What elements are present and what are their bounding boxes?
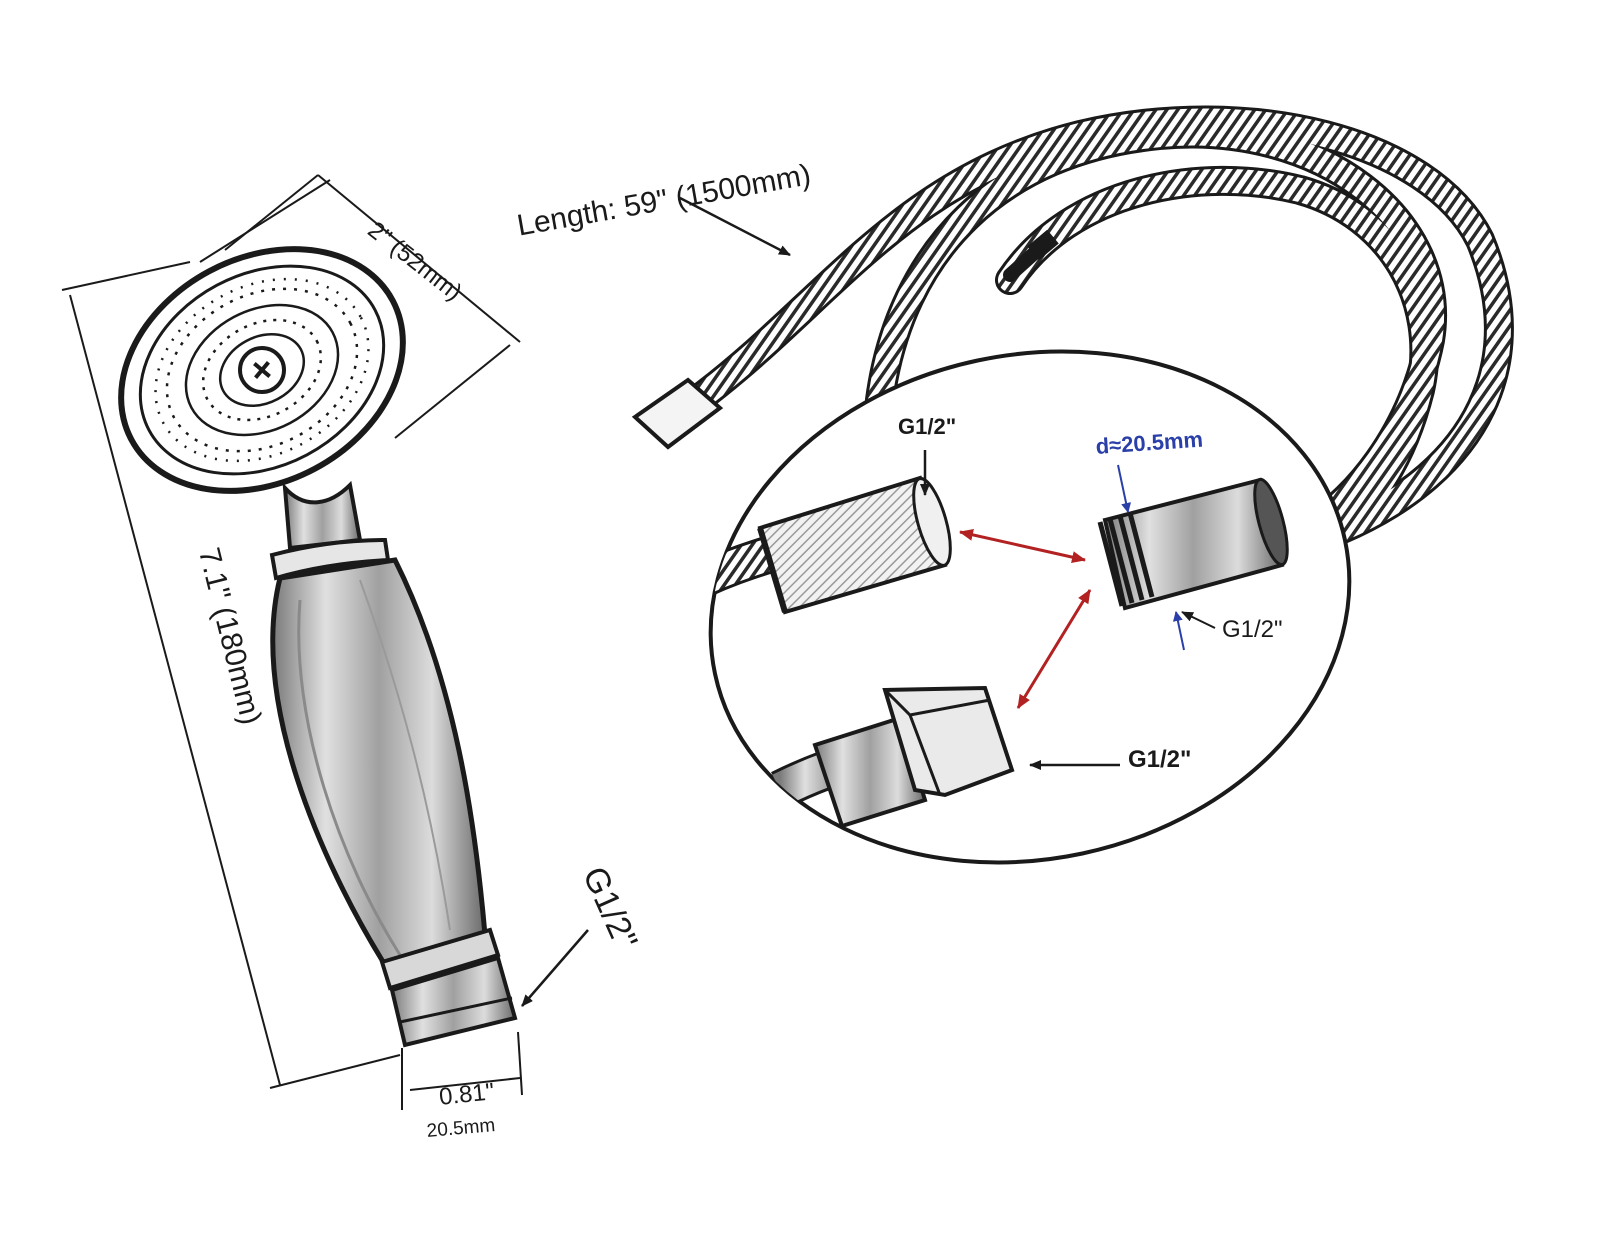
- hose-end-cap: [631, 377, 724, 450]
- center-screw-icon: [253, 361, 271, 379]
- outlet-inch-label: 0.81": [437, 1078, 496, 1111]
- detail-thread-top-label: G1/2": [898, 414, 957, 439]
- connector-detail-view: [671, 349, 1352, 865]
- hose-nut-top: [757, 475, 952, 615]
- threaded-fitting: [1097, 477, 1289, 611]
- hex-nut-bottom: [812, 685, 1015, 829]
- hose-length-arrow: [679, 196, 791, 257]
- detail-thread-right-label: G1/2": [1222, 616, 1283, 643]
- outlet-thread-arrow: [521, 929, 589, 1007]
- shower-handle: [270, 557, 488, 968]
- hand-shower: [118, 246, 518, 1048]
- detail-thread-bottom-label: G1/2": [1128, 746, 1192, 773]
- connect-arrow-horizontal: [959, 528, 1086, 564]
- connect-arrow-diagonal: [1016, 589, 1092, 709]
- outlet-connector: [389, 955, 518, 1048]
- dimension-lines: [61, 174, 523, 1110]
- shower-hose: [685, 105, 1514, 555]
